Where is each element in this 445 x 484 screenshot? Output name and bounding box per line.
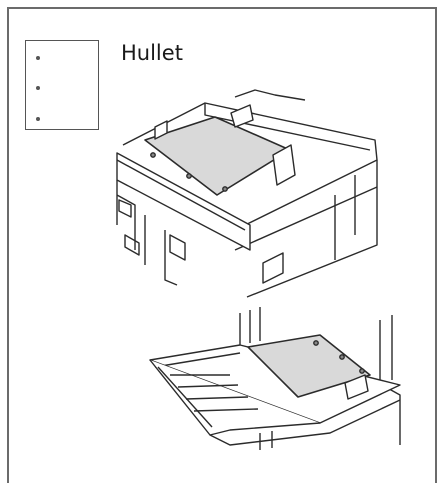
media-type-label: Hullet [121,41,183,65]
paper-tray-illustration [116,89,378,298]
paper-hole [150,152,156,158]
punch-hole [36,86,40,90]
punch-hole [36,56,40,60]
paper-hole [339,354,345,360]
bypass-tray-illustration [149,307,401,450]
paper-hole [359,368,365,374]
punched-paper-icon [25,40,99,130]
paper-hole [186,173,192,179]
punch-hole [36,117,40,121]
paper-hole [222,186,228,192]
paper-hole [313,340,319,346]
